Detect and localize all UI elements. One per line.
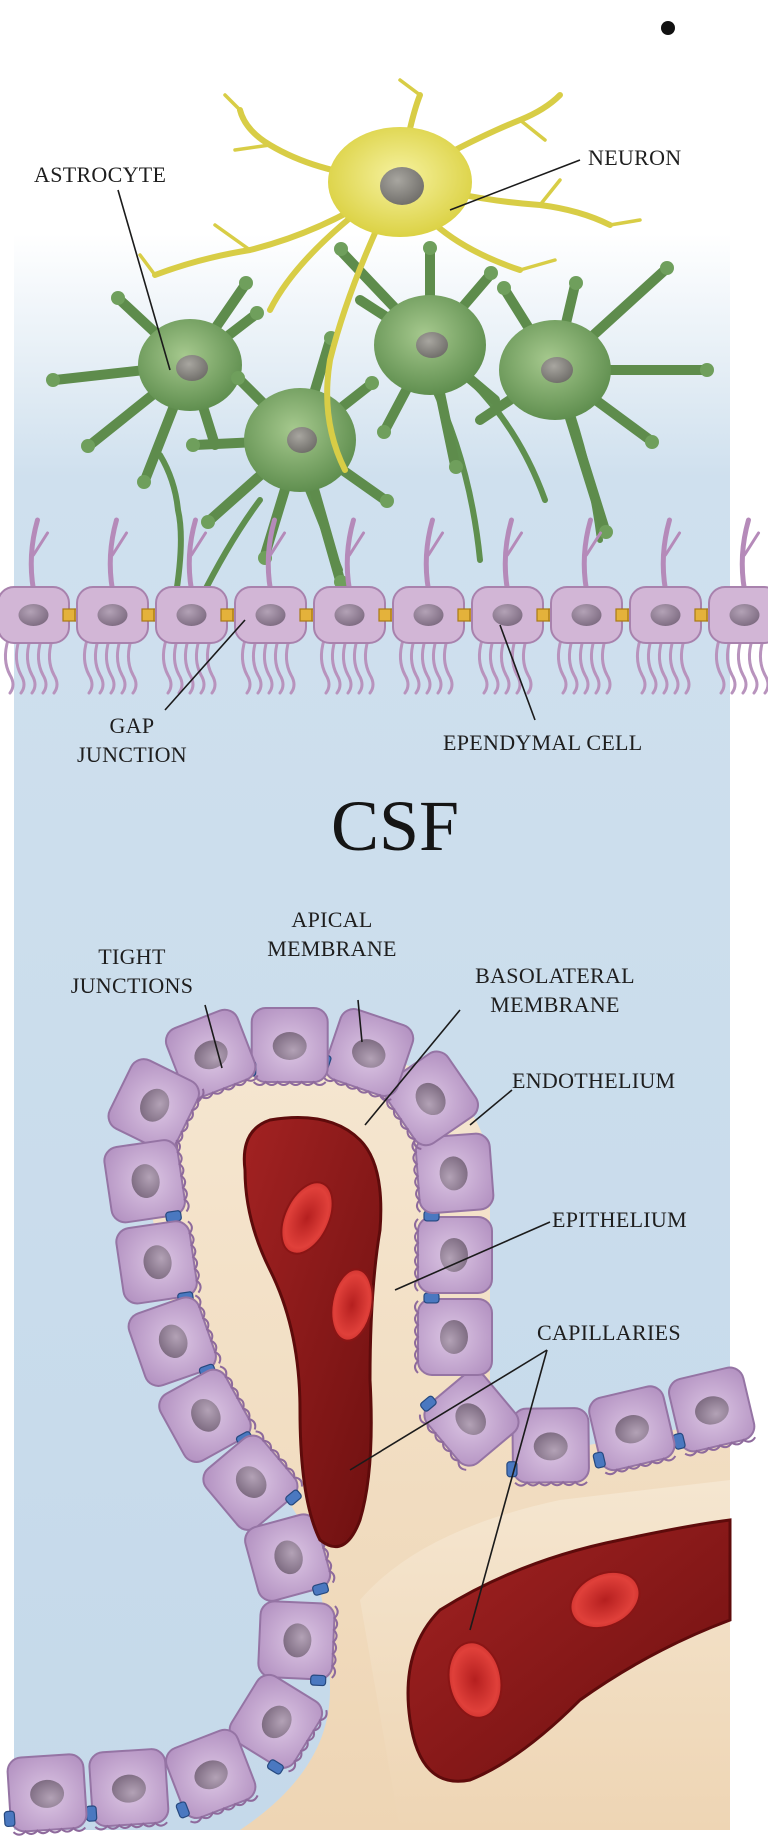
leader-lines xyxy=(117,159,581,1631)
epithelial-cell xyxy=(588,1385,677,1476)
astrocyte-cell xyxy=(46,276,264,489)
capillary-upper xyxy=(242,1116,383,1549)
ependymal-cell xyxy=(313,517,404,695)
epithelial-cell xyxy=(414,1210,493,1294)
ependymal-cell xyxy=(234,517,325,695)
epithelial-cell xyxy=(85,1748,170,1831)
epithelial-cell xyxy=(165,1728,259,1824)
label-ependymal-cell: EPENDYMAL CELL xyxy=(443,730,643,755)
label-gap-junction-line1: GAP xyxy=(110,713,155,738)
epithelial-cell xyxy=(244,1512,336,1602)
ependymal-cell xyxy=(155,517,246,695)
label-epithelium: EPITHELIUM xyxy=(552,1207,687,1232)
label-tight-junctions-line1: TIGHT xyxy=(98,944,166,969)
label-endothelium: ENDOTHELIUM xyxy=(512,1068,675,1093)
epithelial-cell xyxy=(107,1058,205,1158)
ependymal-cell xyxy=(0,517,88,695)
label-tight-junctions-line2: JUNCTIONS xyxy=(71,973,194,998)
astrocytes xyxy=(46,241,714,603)
choroid-epithelium xyxy=(3,1007,757,1836)
label-gap-junction-line2: JUNCTION xyxy=(77,742,187,767)
epithelial-cell xyxy=(245,1007,329,1086)
astrocyte-cell xyxy=(475,261,714,539)
label-neuron: NEURON xyxy=(588,145,681,170)
capillary-lower xyxy=(406,1518,732,1783)
epithelial-cell xyxy=(506,1407,590,1487)
epithelial-cell xyxy=(3,1753,88,1836)
epithelial-cell xyxy=(228,1673,328,1775)
label-basolateral-membrane-line1: BASOLATERAL xyxy=(475,963,635,988)
corner-dot xyxy=(661,21,675,35)
neuron-cell xyxy=(138,78,642,473)
epithelial-cell xyxy=(668,1366,757,1457)
epithelial-cell xyxy=(103,1139,190,1224)
epithelial-cell xyxy=(158,1365,257,1463)
label-capillaries: CAPILLARIES xyxy=(537,1320,681,1345)
ependymal-cell xyxy=(76,517,167,695)
label-basolateral-membrane-line2: MEMBRANE xyxy=(490,992,620,1017)
ependymal-cell xyxy=(550,517,641,695)
epithelial-cell xyxy=(202,1430,303,1531)
epithelial-cell xyxy=(418,1370,520,1471)
ependymal-cell xyxy=(708,517,768,695)
epithelial-cell xyxy=(164,1008,259,1104)
ependymal-layer xyxy=(0,517,768,695)
label-apical-membrane-line1: APICAL xyxy=(291,907,372,932)
astrocyte-cell xyxy=(334,241,500,474)
epithelial-cell xyxy=(257,1600,339,1687)
ependymal-cell xyxy=(392,517,483,695)
epithelial-cell xyxy=(414,1292,493,1376)
epithelial-cell xyxy=(115,1220,202,1305)
label-apical-membrane-line2: MEMBRANE xyxy=(267,936,397,961)
ependymal-cell xyxy=(471,517,562,695)
label-csf: CSF xyxy=(331,786,459,866)
label-astrocyte: ASTROCYTE xyxy=(34,162,166,187)
